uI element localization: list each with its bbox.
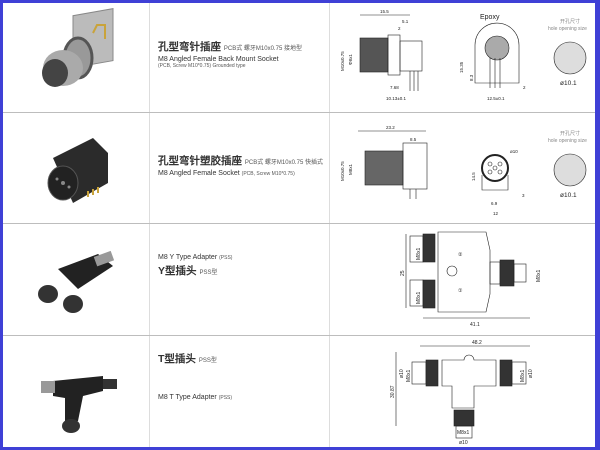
epoxy-label: Epoxy xyxy=(480,14,500,21)
dim: 2 xyxy=(398,26,401,31)
cn-spec: PCB式 螺牙M10x0.75 接地型 xyxy=(223,46,302,52)
product-row: 孔型弯针插座 PCB式 螺牙M10x0.75 接地型 M8 Angled Fem… xyxy=(3,3,595,113)
dim: 25 xyxy=(400,270,406,276)
hole-dim: ø10.1 xyxy=(560,192,577,199)
technical-drawing: ② ① M8x1 M8x1 M8x1 25 41.1 xyxy=(330,224,595,335)
catalog-sheet: 孔型弯针插座 PCB式 螺牙M10x0.75 接地型 M8 Angled Fem… xyxy=(3,3,595,447)
port-2-label: ② xyxy=(458,252,463,258)
dim: 10.13±0.1 xyxy=(386,96,406,101)
dim: 23.2 xyxy=(386,125,395,130)
en-tag: (PSS) xyxy=(219,255,233,261)
cn-title: 孔型弯针插座 xyxy=(158,41,221,53)
dim: 6.9 xyxy=(491,201,498,206)
dim: 12.5±0.1 xyxy=(487,96,505,101)
product-photo xyxy=(3,113,150,223)
technical-drawing: 15.5 5.1 2 M10x0.75 Φ8x1 7.68 10.13±0.1 … xyxy=(330,3,595,112)
product-en-title: M8 Y Type Adapter (PSS) xyxy=(158,254,329,261)
en-spec: (PCB, Screw M10*0.75) Grounded type xyxy=(158,63,246,69)
dim: 12 xyxy=(493,211,499,216)
dim: Φ8x1 xyxy=(348,54,353,65)
y-adapter-photo xyxy=(38,250,115,313)
product-cn-title: 孔型弯针塑胶插座 PCB式 螺牙M10x0.75 快插式 xyxy=(158,153,329,168)
en-title: M8 Angled Female Back Mount Socket xyxy=(158,56,279,63)
angled-socket-photo xyxy=(42,8,114,87)
en-title: M8 Angled Female Socket xyxy=(158,170,240,177)
cn-spec: PSS型 xyxy=(199,270,218,276)
dim: M8x1 xyxy=(520,370,526,382)
product-description: 孔型弯针插座 PCB式 螺牙M10x0.75 接地型 M8 Angled Fem… xyxy=(150,3,330,112)
hole-dim: ø10.1 xyxy=(560,80,577,87)
dim: M8x1 xyxy=(406,370,412,382)
product-en-title: M8 T Type Adapter (PSS) xyxy=(158,394,329,401)
dim: M8x1 xyxy=(416,248,422,260)
dim: ø10 xyxy=(528,369,534,378)
cn-title: Y型插头 xyxy=(158,265,197,277)
dim: ø10 xyxy=(399,369,405,378)
dim: ø10 xyxy=(510,149,518,154)
dim: 15.5 xyxy=(380,9,389,14)
product-description: T型插头 PSS型 M8 T Type Adapter (PSS) xyxy=(150,336,330,447)
cn-title: 孔型弯针塑胶插座 xyxy=(158,155,242,167)
technical-drawing: 23.2 8.5 M10x0.75 M8x1 ø10 14.5 3 6.9 12… xyxy=(330,113,595,223)
port-1-label: ① xyxy=(458,288,463,294)
product-row: M8 Y Type Adapter (PSS) Y型插头 PSS型 ② ① M8… xyxy=(3,224,595,336)
cn-spec: PCB式 螺牙M10x0.75 快插式 xyxy=(244,160,323,166)
product-description: 孔型弯针塑胶插座 PCB式 螺牙M10x0.75 快插式 M8 Angled F… xyxy=(150,113,330,223)
product-photo xyxy=(3,224,150,335)
dim: 8.5 xyxy=(410,137,417,142)
dim: 48.2 xyxy=(472,340,482,346)
technical-drawing: 48.2 M8x1 ø10 M8x1 ø10 30.87 M8x1 ø10 xyxy=(330,336,595,447)
dim: 15.35 xyxy=(459,61,464,73)
dim: M8x1 xyxy=(536,270,542,282)
dim: M10x0.75 xyxy=(340,161,345,181)
dim: 8.3 xyxy=(469,74,474,81)
dim: M10x0.75 xyxy=(340,51,345,71)
t-adapter-photo xyxy=(41,376,117,433)
dim: 30.87 xyxy=(390,385,396,398)
en-title: M8 T Type Adapter xyxy=(158,394,217,401)
dim: 41.1 xyxy=(470,322,480,328)
en-title: M8 Y Type Adapter xyxy=(158,254,218,261)
dim: 14.5 xyxy=(471,172,476,181)
product-cn-title: Y型插头 PSS型 xyxy=(158,263,329,278)
product-cn-title: 孔型弯针插座 PCB式 螺牙M10x0.75 接地型 xyxy=(158,39,329,54)
dim: ø10 xyxy=(459,440,468,446)
cn-spec: PSS型 xyxy=(198,358,217,364)
en-tag: (PSS) xyxy=(218,395,233,401)
dim: 2 xyxy=(523,85,526,90)
product-photo xyxy=(3,3,150,112)
product-row: 孔型弯针塑胶插座 PCB式 螺牙M10x0.75 快插式 M8 Angled F… xyxy=(3,113,595,224)
cn-title: T型插头 xyxy=(158,353,196,365)
hole-label-cn: 开孔尺寸 xyxy=(560,18,580,25)
product-photo xyxy=(3,336,150,447)
dim: M8x1 xyxy=(348,163,353,175)
hole-label-cn: 开孔尺寸 xyxy=(560,130,580,137)
angled-plastic-socket-photo xyxy=(47,138,108,203)
product-en-title: M8 Angled Female Socket (PCB, Screw M10*… xyxy=(158,170,329,177)
dim: M8x1 xyxy=(457,430,469,436)
en-spec: (PCB, Screw M10*0.75) xyxy=(241,171,295,177)
hole-label-en: hole opening size xyxy=(548,26,587,32)
product-cn-title: T型插头 PSS型 xyxy=(158,351,329,366)
dim: M8x1 xyxy=(416,292,422,304)
product-row: T型插头 PSS型 M8 T Type Adapter (PSS) 48.2 M… xyxy=(3,336,595,447)
dim: 7.68 xyxy=(390,85,399,90)
dim: 3 xyxy=(522,193,525,198)
hole-label-en: hole opening size xyxy=(548,138,587,144)
dim: 5.1 xyxy=(402,19,409,24)
product-description: M8 Y Type Adapter (PSS) Y型插头 PSS型 xyxy=(150,224,330,335)
